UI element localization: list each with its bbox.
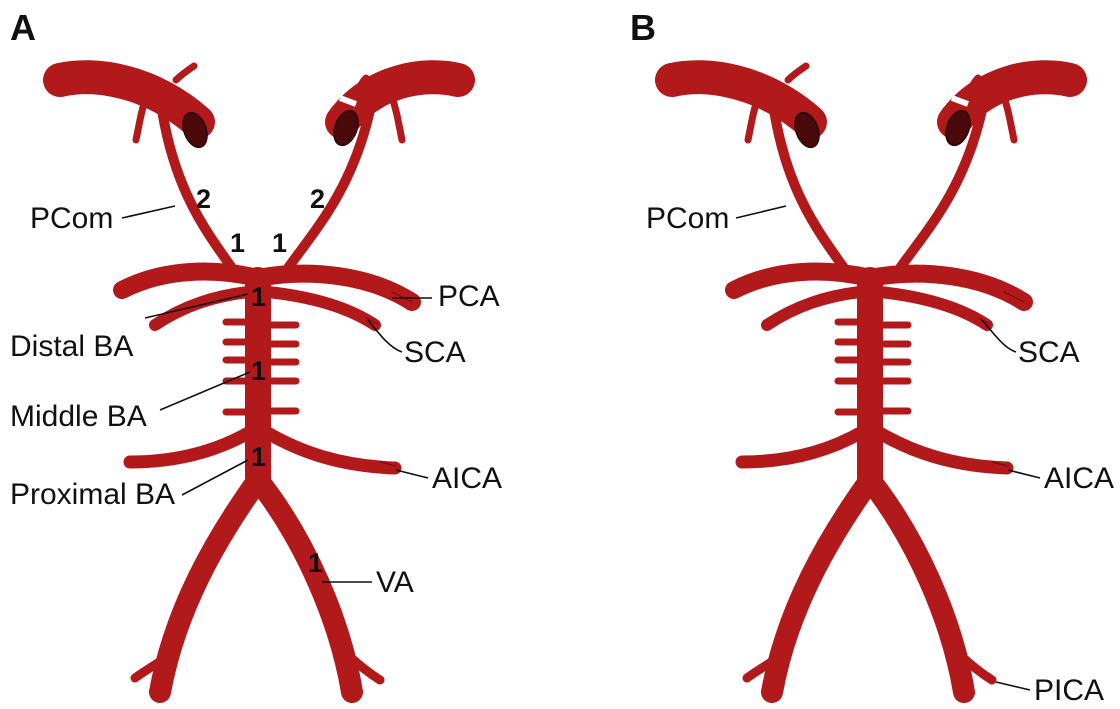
marker-middle-ba: 1 — [251, 356, 266, 386]
label-middle-ba: Middle BA — [10, 400, 147, 433]
aica-leader — [396, 470, 428, 478]
label-sca-b: SCA — [1018, 336, 1080, 369]
panel-b: B PCom SCA AICA PICA — [630, 7, 1114, 707]
aica-leader-b — [1008, 470, 1040, 478]
marker-left-pcom: 2 — [196, 184, 211, 214]
marker-left-p1: 1 — [230, 228, 245, 258]
label-proximal-ba: Proximal BA — [10, 478, 175, 511]
distal-ba-leader — [145, 294, 248, 318]
label-sca: SCA — [404, 336, 466, 369]
pcom-leader-b — [736, 206, 786, 218]
label-pcom: PCom — [30, 202, 113, 235]
panel-b-letter: B — [630, 7, 656, 48]
marker-distal-ba: 1 — [251, 282, 266, 312]
label-aica-b: AICA — [1044, 462, 1114, 495]
marker-va: 1 — [308, 548, 323, 578]
marker-right-pcom: 2 — [310, 184, 325, 214]
panel-a: A PCom PCA Distal BA SCA Middle BA AICA … — [10, 7, 502, 692]
label-pcom-b: PCom — [646, 202, 729, 235]
middle-ba-leader — [160, 372, 250, 410]
marker-right-p1: 1 — [272, 228, 287, 258]
pica-leader-b — [996, 682, 1030, 690]
panel-b-vessel-tree — [672, 66, 1070, 692]
marker-proximal-ba: 1 — [251, 442, 266, 472]
pcom-leader — [122, 206, 175, 218]
label-distal-ba: Distal BA — [10, 330, 133, 363]
label-pca: PCA — [438, 280, 500, 313]
label-aica: AICA — [432, 462, 502, 495]
panel-a-letter: A — [10, 7, 36, 48]
sca-leader-b — [982, 320, 1016, 352]
label-va: VA — [376, 566, 414, 599]
label-pica-b: PICA — [1034, 674, 1104, 707]
